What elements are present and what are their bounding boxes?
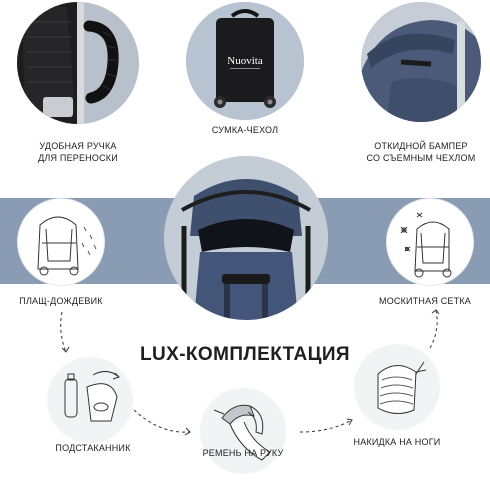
strap-drawing xyxy=(200,388,286,474)
raincover-drawing xyxy=(17,198,105,286)
raincover-caption: ПЛАЩ-ДОЖДЕВИК xyxy=(19,296,103,306)
bag-brand-logo: Nuovita xyxy=(227,55,263,67)
bumper-photo xyxy=(361,2,481,122)
cupholder-caption: ПОДСТАКАННИК xyxy=(55,443,131,453)
bag-caption: СУМКА-ЧЕХОЛ xyxy=(211,125,279,135)
flow-arrow-2 xyxy=(133,409,191,436)
mosquito-net-drawing xyxy=(386,198,474,286)
footmuff-caption: НАКИДКА НА НОГИ xyxy=(353,437,441,447)
footmuff-drawing xyxy=(354,344,440,430)
flow-arrow-3 xyxy=(299,418,353,433)
bag-photo: Nuovita xyxy=(186,2,304,120)
handle-photo xyxy=(17,2,139,124)
mosquito-caption: МОСКИТНАЯ СЕТКА xyxy=(379,296,471,306)
page-title: LUX-КОМПЛЕКТАЦИЯ xyxy=(140,344,350,365)
cupholder-drawing xyxy=(47,357,133,443)
stroller-photo xyxy=(164,156,328,320)
strap-caption: РЕМЕНЬ НА РУКУ xyxy=(202,448,284,458)
flow-arrow-4 xyxy=(429,309,440,349)
